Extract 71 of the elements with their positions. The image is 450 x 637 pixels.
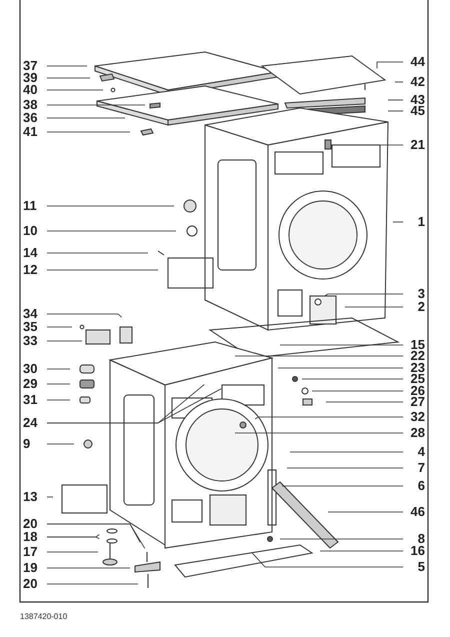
callout-number: 37 (23, 59, 45, 73)
leader-line (280, 344, 404, 346)
leader-line (46, 104, 146, 106)
leader-line (320, 550, 404, 552)
leader-line (324, 294, 404, 296)
callout-number: 7 (405, 461, 425, 475)
leader-line (46, 496, 54, 498)
leader-line (388, 110, 404, 112)
callout-number: 23 (405, 361, 425, 375)
leader-line (46, 536, 100, 539)
callout-number: 13 (23, 490, 45, 504)
leader-line (46, 252, 148, 254)
leader-line (46, 524, 146, 549)
callout-number: 14 (23, 246, 45, 260)
callout-number: 31 (23, 393, 45, 407)
callout-number: 26 (405, 384, 425, 398)
callout-number: 9 (23, 437, 45, 451)
callout-number: 11 (23, 199, 45, 213)
callout-number: 28 (405, 426, 425, 440)
callout-number: 6 (405, 479, 425, 493)
callout-number: 27 (405, 395, 425, 409)
leader-line (280, 538, 404, 540)
callout-number: 5 (405, 560, 425, 574)
callout-number: 39 (23, 71, 45, 85)
leader-line (46, 340, 82, 342)
callout-number: 43 (405, 93, 425, 107)
callout-number: 17 (23, 545, 45, 559)
callout-number: 46 (405, 505, 425, 519)
callout-number: 25 (405, 372, 425, 386)
callout-number: 10 (23, 224, 45, 238)
callout-number: 34 (23, 307, 45, 321)
callout-number: 12 (23, 263, 45, 277)
callout-number: 45 (405, 104, 425, 118)
callout-number: 40 (23, 83, 45, 97)
callout-number: 8 (405, 532, 425, 546)
callout-number: 19 (23, 561, 45, 575)
leader-line (344, 306, 404, 308)
callout-number: 1 (405, 215, 425, 229)
callout-number: 20 (23, 517, 45, 531)
callout-number: 16 (405, 544, 425, 558)
drawing-number: 1387420-010 (20, 612, 68, 621)
callout-number: 22 (405, 349, 425, 363)
leader-line (46, 388, 222, 424)
callout-number: 44 (405, 55, 425, 69)
callout-number: 32 (405, 410, 425, 424)
leader-line (46, 230, 176, 232)
leader-line (46, 314, 122, 318)
leader-line (312, 390, 404, 392)
callout-number: 38 (23, 98, 45, 112)
callout-number: 30 (23, 362, 45, 376)
callout-number: 42 (405, 75, 425, 89)
leader-line (302, 378, 404, 380)
callout-number: 3 (405, 287, 425, 301)
leader-line (46, 368, 70, 370)
leader-line (376, 62, 404, 69)
callout-number: 21 (405, 138, 425, 152)
callout-number: 15 (405, 338, 425, 352)
leader-line (251, 552, 404, 568)
callout-number: 41 (23, 125, 45, 139)
callout-number: 18 (23, 530, 45, 544)
callout-number: 4 (405, 445, 425, 459)
callout-number: 24 (23, 416, 45, 430)
leader-line (46, 326, 72, 328)
callout-number: 2 (405, 300, 425, 314)
leader-line (254, 416, 404, 420)
callout-number: 29 (23, 377, 45, 391)
callout-number: 36 (23, 111, 45, 125)
callout-number: 35 (23, 320, 45, 334)
callout-number: 20 (23, 577, 45, 591)
callout-number: 33 (23, 334, 45, 348)
leader-line (234, 432, 404, 434)
